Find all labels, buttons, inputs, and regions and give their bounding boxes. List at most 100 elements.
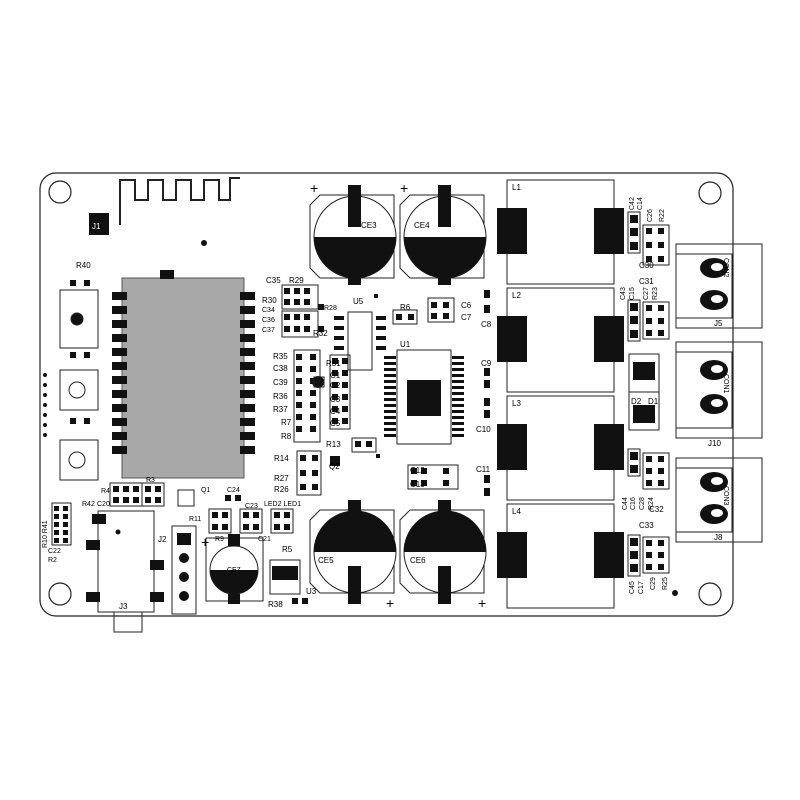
mounting-hole-tl <box>48 180 72 204</box>
ref-l4: L4 <box>512 507 521 516</box>
ref-r28: R28 <box>324 305 337 312</box>
ref-r23: R23 <box>652 287 659 300</box>
q1-outline <box>177 489 195 507</box>
ref-l1: L1 <box>512 183 521 192</box>
smd-pad <box>302 598 308 604</box>
ref-c13: C13 <box>410 480 425 489</box>
ref-ce3: CE3 <box>361 221 377 230</box>
connector-j10 <box>675 341 763 439</box>
ref-c37: C37 <box>262 327 275 334</box>
ref-c2: C2 <box>330 381 341 390</box>
plus-ce7: + <box>201 534 209 550</box>
pin-con3: CON3 <box>722 486 729 506</box>
ref-q2: Q2 <box>329 462 340 471</box>
ref-r22: R22 <box>659 209 666 222</box>
ref-c39: C39 <box>273 378 288 387</box>
plus-ce3: + <box>310 180 318 196</box>
pin-con2: CON2 <box>722 258 729 278</box>
ref-r37: R37 <box>273 405 288 414</box>
ref-r29: R29 <box>289 276 304 285</box>
ref-r13: R13 <box>326 440 341 449</box>
ref-r11: R11 <box>189 516 201 523</box>
antenna-ref: J1 <box>92 222 101 231</box>
small-smd-outlines <box>51 482 294 546</box>
right-passive-outlines <box>627 211 670 577</box>
ref-ce6: CE6 <box>410 556 426 565</box>
ref-l2: L2 <box>512 291 521 300</box>
ref-c34: C34 <box>262 307 275 314</box>
ref-c15: C15 <box>629 287 636 300</box>
ref-c7: C7 <box>461 313 472 322</box>
ref-r9: R9 <box>215 536 224 543</box>
bluetooth-module <box>112 270 255 479</box>
plus-ce6: + <box>478 595 486 611</box>
ref-u3: U3 <box>306 587 317 596</box>
ref-c21: C21 <box>258 536 271 543</box>
ref-c28: C28 <box>639 497 646 510</box>
ce7-capacitor <box>205 534 264 604</box>
ref-d1: D1 <box>648 397 659 406</box>
ref-u1: U1 <box>400 340 411 349</box>
ref-r14: R14 <box>274 454 289 463</box>
ref-r27: R27 <box>274 474 289 483</box>
plus-ce4: + <box>400 180 408 196</box>
ref-c24: C24 <box>227 487 240 494</box>
ref-r24: R24 <box>648 497 655 510</box>
ref-q1: Q1 <box>201 487 210 494</box>
left-bottom-smd <box>54 486 290 543</box>
right-passives <box>630 215 678 596</box>
connector-j5 <box>675 243 763 329</box>
ref-j8: J8 <box>714 533 723 542</box>
ref-l3: L3 <box>512 399 521 408</box>
ref-c45: C45 <box>629 581 636 594</box>
ce5-capacitor <box>309 500 397 604</box>
ref-c29: C29 <box>650 577 657 590</box>
ref-r36: R36 <box>273 392 288 401</box>
ref-c31: C31 <box>639 277 654 286</box>
ref-c5: C5 <box>330 419 341 428</box>
j2-header <box>171 525 197 615</box>
ref-r25: R25 <box>662 577 669 590</box>
ref-r5: R5 <box>282 545 293 554</box>
ref-d2: D2 <box>631 397 642 406</box>
ref-ce5: CE5 <box>318 556 334 565</box>
mounting-holes <box>48 180 722 606</box>
ref-r7: R7 <box>281 418 292 427</box>
ref-c27: C27 <box>643 287 650 300</box>
inductor-l2 <box>497 287 624 393</box>
j2-pins <box>177 533 191 601</box>
ref-c43: C43 <box>620 287 627 300</box>
mounting-hole-tr <box>698 181 722 205</box>
ref-c32: C32 <box>649 505 664 514</box>
ref-r32: R32 <box>313 329 328 338</box>
ref-u5: U5 <box>353 297 364 306</box>
ref-r35: R35 <box>273 352 288 361</box>
ref-c20: C20 <box>97 501 110 508</box>
ref-r2: R2 <box>48 557 57 564</box>
ref-r40: R40 <box>76 261 91 270</box>
ref-c23: C23 <box>245 503 258 510</box>
ref-r38: R38 <box>268 600 283 609</box>
ref-c44: C44 <box>622 497 629 510</box>
ref-c35: C35 <box>266 276 281 285</box>
ref-c26: C26 <box>647 209 654 222</box>
diode-r5-outline <box>269 559 301 595</box>
ce6-capacitor <box>399 500 487 604</box>
ref-r31: R31 <box>326 359 341 368</box>
ce4-capacitor <box>399 185 487 285</box>
u5-ic <box>334 311 386 371</box>
q2-outline <box>313 376 325 388</box>
ref-j10: J10 <box>708 439 721 448</box>
mounting-hole-br <box>698 582 722 606</box>
u1-ic <box>384 349 464 445</box>
left-smd-dots <box>43 280 90 437</box>
ref-j5: J5 <box>714 319 723 328</box>
ref-r6: R6 <box>400 303 411 312</box>
inductor-l3 <box>497 395 624 501</box>
connector-j8 <box>675 457 763 543</box>
mounting-hole-bl <box>48 582 72 606</box>
ref-c11: C11 <box>476 465 491 474</box>
ref-c1: C1 <box>330 371 341 380</box>
ref-c30: C30 <box>639 261 654 270</box>
ref-c16: C16 <box>630 497 637 510</box>
